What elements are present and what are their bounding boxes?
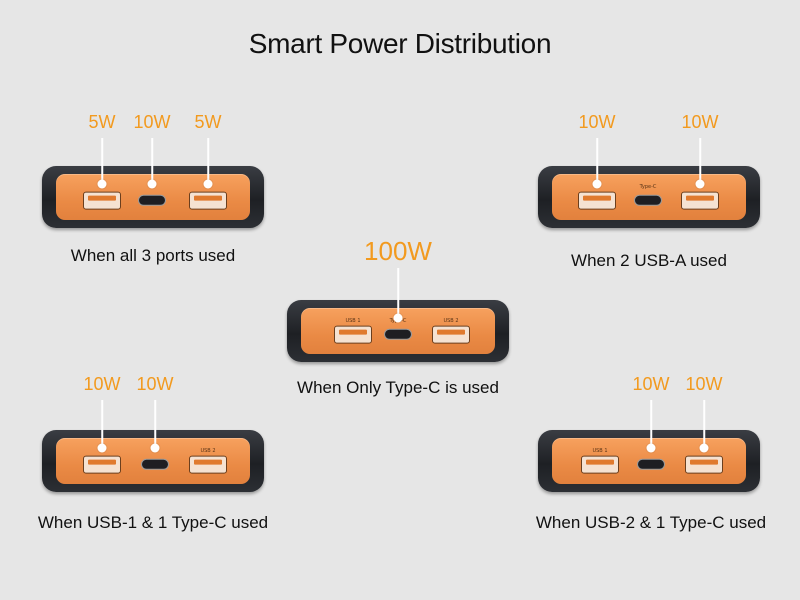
connector-line (699, 138, 701, 184)
connector-line (650, 400, 652, 448)
caption: When Only Type-C is used (297, 378, 499, 397)
caption: When 2 USB-A used (571, 251, 727, 270)
connector-dot (97, 179, 107, 189)
connector-dot (147, 179, 157, 189)
connector-line (101, 138, 103, 184)
caption: When USB-2 & 1 Type-C used (535, 513, 767, 532)
usb-a-port-2 (189, 191, 227, 210)
usb-a-port-1 (83, 191, 121, 210)
watt-label-usb2: 5W (194, 112, 222, 132)
connector-line (207, 138, 209, 184)
connector-line (151, 138, 153, 184)
connector-line (596, 138, 598, 184)
power-bank (42, 166, 264, 228)
port-label-usb2: USB 2 (443, 318, 459, 324)
connector-line (154, 400, 156, 448)
connector-dot (646, 443, 656, 453)
connector-dot (203, 179, 213, 189)
watt-label-usb1: 5W (88, 112, 116, 132)
port-label-typec: Type-C (639, 184, 657, 190)
power-bank: USB 2 (42, 430, 264, 492)
usb-c-port (637, 458, 665, 470)
watt-label-usb2: 10W (685, 374, 723, 394)
connector-dot (393, 313, 403, 323)
usb-c-port (384, 328, 412, 340)
page-title: Smart Power Distribution (248, 28, 552, 59)
usb-a-port-2 (681, 191, 719, 210)
port-label-usb1: USB 1 (592, 448, 608, 454)
usb-c-port (634, 194, 662, 206)
usb-a-port-2 (189, 455, 227, 474)
connector-dot (699, 443, 709, 453)
caption: When all 3 ports used (70, 246, 236, 265)
port-label-usb1: USB 1 (345, 318, 361, 324)
connector-line (703, 400, 705, 448)
connector-line (101, 400, 103, 448)
watt-label-typec: 10W (133, 112, 171, 132)
port-panel: Type-C (552, 174, 746, 220)
connector-line (397, 268, 399, 318)
watt-label-usb2: 10W (681, 112, 719, 132)
connector-dot (97, 443, 107, 453)
caption: When USB-1 & 1 Type-C used (37, 513, 269, 532)
power-bank: USB 1 (538, 430, 760, 492)
connector-dot (592, 179, 602, 189)
usb-a-port-1 (83, 455, 121, 474)
watt-label-usb1: 10W (83, 374, 121, 394)
usb-a-port-2 (432, 325, 470, 344)
usb-c-port (141, 458, 169, 470)
usb-a-port-2 (685, 455, 723, 474)
power-bank: Type-C (538, 166, 760, 228)
watt-label-typec: 10W (136, 374, 174, 394)
port-label-usb2: USB 2 (200, 448, 216, 454)
watt-label-typec: 10W (632, 374, 670, 394)
usb-a-port-1 (334, 325, 372, 344)
usb-c-port (138, 194, 166, 206)
usb-a-port-1 (578, 191, 616, 210)
connector-dot (695, 179, 705, 189)
watt-label-typec: 100W (364, 236, 432, 266)
watt-label-usb1: 10W (578, 112, 616, 132)
usb-a-port-1 (581, 455, 619, 474)
connector-dot (150, 443, 160, 453)
